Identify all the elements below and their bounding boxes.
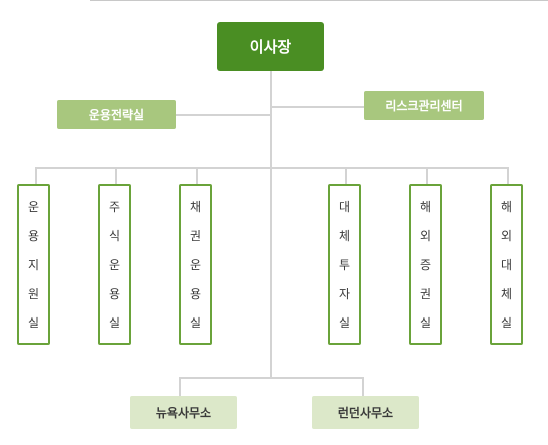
dept-label-char: 실 [419,315,432,330]
dept-label-char: 운 [27,199,40,214]
connector-trunk [270,71,272,378]
connector-dept-drop-6 [507,167,509,185]
ceo-label: 이사장 [249,38,292,56]
dept-label-char: 식 [108,228,121,243]
connector-staff-left [176,114,271,116]
connector-dept-drop-1 [35,167,37,185]
dept-label-char: 운 [189,257,202,272]
dept-label-char: 주 [108,199,121,214]
dept-label-char: 체 [338,228,351,243]
ceo-box[interactable]: 이사장 [217,22,324,71]
office-box-london[interactable]: 런던사무소 [312,396,419,429]
dept-label-char: 대 [338,199,351,214]
dept-label-char: 권 [419,286,432,301]
connector-office-drop-1 [179,377,181,397]
dept-label-char: 실 [338,315,351,330]
dept-label-char: 외 [419,228,432,243]
dept-label-char: 증 [419,257,432,272]
connector-office-bus [179,377,364,379]
connector-staff-right [271,106,364,108]
dept-label-char: 대 [500,257,513,272]
office-box-newyork[interactable]: 뉴욕사무소 [130,396,237,429]
dept-label-char: 원 [27,286,40,301]
dept-label-char: 해 [500,199,513,214]
dept-label-char: 실 [500,315,513,330]
connector-dept-drop-2 [115,167,117,185]
dept-label-char: 용 [189,286,202,301]
dept-label-char: 투 [338,257,351,272]
dept-label-char: 체 [500,286,513,301]
dept-label-char: 운 [108,257,121,272]
office-label: 런던사무소 [337,406,394,420]
office-label: 뉴욕사무소 [155,406,212,420]
dept-label-char: 해 [419,199,432,214]
dept-label-char: 실 [27,315,40,330]
dept-label-char: 용 [27,228,40,243]
dept-label-char: 권 [189,228,202,243]
top-divider [90,0,548,1]
dept-label-char: 실 [108,315,121,330]
connector-dept-drop-3 [196,167,198,185]
staff-label: 운용전략실 [88,108,145,122]
dept-label-char: 채 [189,199,202,214]
dept-label-char: 자 [338,286,351,301]
connector-office-drop-2 [362,377,364,397]
connector-dept-bus [35,167,509,169]
dept-label-char: 외 [500,228,513,243]
connector-dept-drop-4 [345,167,347,185]
dept-label-char: 지 [27,257,40,272]
connector-dept-drop-5 [426,167,428,185]
staff-box-risk[interactable]: 리스크관리센터 [364,91,484,120]
dept-label-char: 실 [189,315,202,330]
staff-box-strategy[interactable]: 운용전략실 [57,100,176,129]
staff-label: 리스크관리센터 [385,99,463,113]
dept-label-char: 용 [108,286,121,301]
